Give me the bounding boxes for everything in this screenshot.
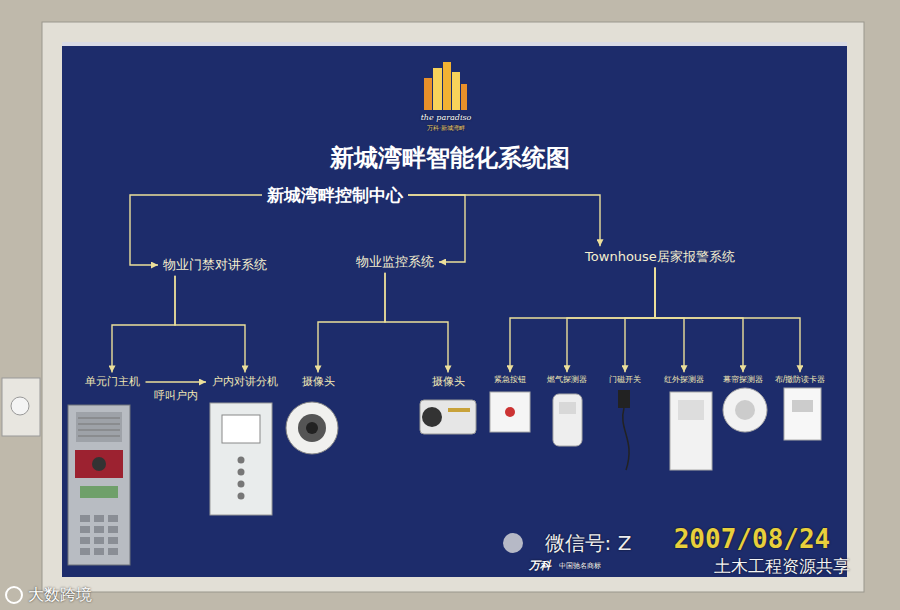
connector xyxy=(567,268,655,372)
node-text: 燃气探测器 xyxy=(547,375,587,385)
diagram-title: 新城湾畔智能化系统图 xyxy=(330,144,570,173)
connector xyxy=(655,268,743,372)
card-reader xyxy=(784,388,821,440)
node-text: 单元门主机 xyxy=(85,375,140,388)
free-label: 大数跨境 xyxy=(28,585,92,604)
pir-detector xyxy=(670,392,712,470)
blue-panel xyxy=(62,42,847,577)
door-contact xyxy=(618,390,630,470)
connector xyxy=(146,381,207,382)
dome-camera xyxy=(286,402,338,454)
device-label: 摄像头 xyxy=(299,374,338,389)
connector xyxy=(510,268,655,372)
connector xyxy=(130,195,262,265)
node-text: 摄像头 xyxy=(302,375,335,388)
device-label: 户内对讲分机 xyxy=(209,374,281,389)
subsystem-label: 物业监控系统 xyxy=(353,253,437,271)
free-label: 万科 xyxy=(529,559,551,572)
watermark-icon xyxy=(6,587,22,603)
device-label: 布/撤防读卡器 xyxy=(772,374,829,386)
subsystem-label: 物业门禁对讲系统 xyxy=(160,256,270,274)
device-label: 紧急按钮 xyxy=(491,374,529,386)
node-text: 新城湾畔控制中心 xyxy=(267,185,403,205)
panel-strip xyxy=(62,42,847,46)
connector xyxy=(655,268,684,372)
node-text: 门磁开关 xyxy=(609,375,641,385)
wall-socket xyxy=(2,378,40,436)
indoor-unit xyxy=(210,403,272,515)
device-label: 单元门主机 xyxy=(82,374,143,389)
device-label: 红外探测器 xyxy=(661,374,707,386)
connector xyxy=(408,195,600,246)
connector xyxy=(112,276,175,373)
gas-detector xyxy=(553,394,582,446)
curtain-detector xyxy=(723,388,767,432)
logo xyxy=(424,62,467,110)
free-label: 2007/08/24 xyxy=(674,524,831,555)
free-label: 微信号: Z xyxy=(545,531,632,555)
board-frame xyxy=(42,22,864,592)
box-camera xyxy=(420,400,476,434)
device-label: 摄像头 xyxy=(429,374,468,389)
connector xyxy=(318,273,385,373)
node-text: 紧急按钮 xyxy=(494,375,526,385)
device-label: 燃气探测器 xyxy=(544,374,590,386)
free-label: 土木工程资源共享 xyxy=(714,556,850,576)
node-text: 户内对讲分机 xyxy=(212,375,278,388)
subsystem-label: Townhouse居家报警系统 xyxy=(582,248,738,266)
free-label: 中国驰名商标 xyxy=(559,562,601,570)
free-label: the paradiso xyxy=(421,113,472,123)
connector xyxy=(175,276,245,373)
device-label: 门磁开关 xyxy=(606,374,644,386)
node-text: 布/撤防读卡器 xyxy=(775,375,826,385)
door-station xyxy=(68,405,130,565)
connector xyxy=(625,268,655,372)
connector xyxy=(385,273,448,373)
control-center: 新城湾畔控制中心 xyxy=(264,184,406,206)
node-text: 物业门禁对讲系统 xyxy=(163,257,267,273)
connector xyxy=(655,268,800,372)
free-label: 万科·新城湾畔 xyxy=(427,124,465,131)
connector xyxy=(408,195,465,262)
node-text: 幕帘探测器 xyxy=(723,375,763,385)
node-text: 物业监控系统 xyxy=(356,254,434,270)
device-label: 幕帘探测器 xyxy=(720,374,766,386)
edge-label: 呼叫户内 xyxy=(152,389,200,402)
node-text: 红外探测器 xyxy=(664,375,704,385)
watermark-icon xyxy=(503,533,523,553)
panic-button xyxy=(490,392,530,432)
node-text: Townhouse居家报警系统 xyxy=(585,249,735,265)
node-text: 摄像头 xyxy=(432,375,465,388)
